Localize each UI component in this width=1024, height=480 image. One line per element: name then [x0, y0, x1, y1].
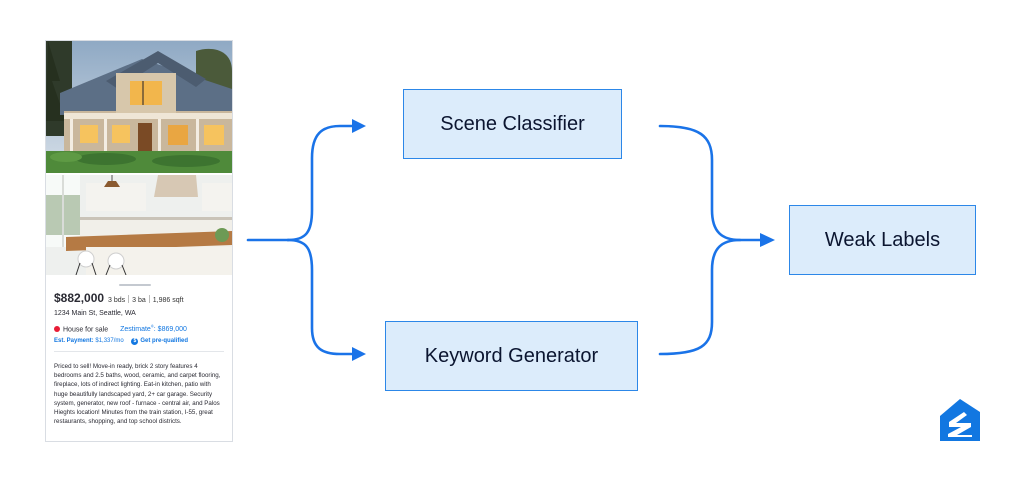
payment-label: Est. Payment: [54, 338, 94, 344]
payment-value: $1,337/mo [93, 338, 124, 344]
listing-description: Priced to sell! Move-in ready, brick 2 s… [54, 363, 221, 426]
scene-classifier-box: Scene Classifier [403, 89, 622, 159]
sqft-value: 1,986 sqft [152, 297, 184, 304]
weak-labels-box: Weak Labels [789, 205, 976, 275]
payment-row: Est. Payment: $1,337/mo $Get pre-qualifi… [54, 338, 188, 345]
connector-from-keyword-generator [658, 238, 742, 356]
listing-status: House for sale [63, 326, 109, 334]
listing-card: $882,000 3 bds 3 ba 1,986 sqft 1234 Main S… [45, 40, 233, 442]
zestimate-label: Zestimate [120, 326, 151, 334]
prequalified-link[interactable]: Get pre-qualified [140, 338, 189, 344]
arrowhead-keyword [352, 347, 366, 361]
arrowhead-weak-labels [760, 233, 775, 247]
status-row: House for sale Zestimate®: $869,000 [54, 324, 187, 333]
carousel-handle[interactable] [119, 284, 151, 286]
section-divider [54, 351, 224, 352]
kitchen-photo [46, 175, 232, 275]
zestimate-link[interactable]: Zestimate®: $869,000 [120, 324, 187, 334]
divider-icon [148, 295, 150, 303]
beds-count: 3 bds [108, 297, 126, 304]
zillow-logo-icon [940, 399, 980, 441]
baths-count: 3 ba [132, 297, 146, 304]
keyword-generator-box: Keyword Generator [385, 321, 638, 391]
listing-price: $882,000 [54, 291, 105, 305]
listing-address: 1234 Main St, Seattle, WA [54, 310, 136, 317]
registered-mark: ® [150, 324, 154, 329]
arrowhead-scene [352, 119, 366, 133]
connector-to-keyword-generator [286, 238, 357, 356]
house-exterior-photo [46, 41, 232, 173]
status-dot-icon [54, 326, 60, 333]
connector-to-scene-classifier [286, 124, 357, 242]
dollar-circle-icon: $ [131, 338, 139, 345]
zestimate-value: : $869,000 [153, 326, 187, 334]
divider-icon [128, 295, 130, 303]
price-row: $882,000 3 bds 3 ba 1,986 sqft [54, 291, 230, 305]
connector-from-scene-classifier [658, 124, 762, 242]
